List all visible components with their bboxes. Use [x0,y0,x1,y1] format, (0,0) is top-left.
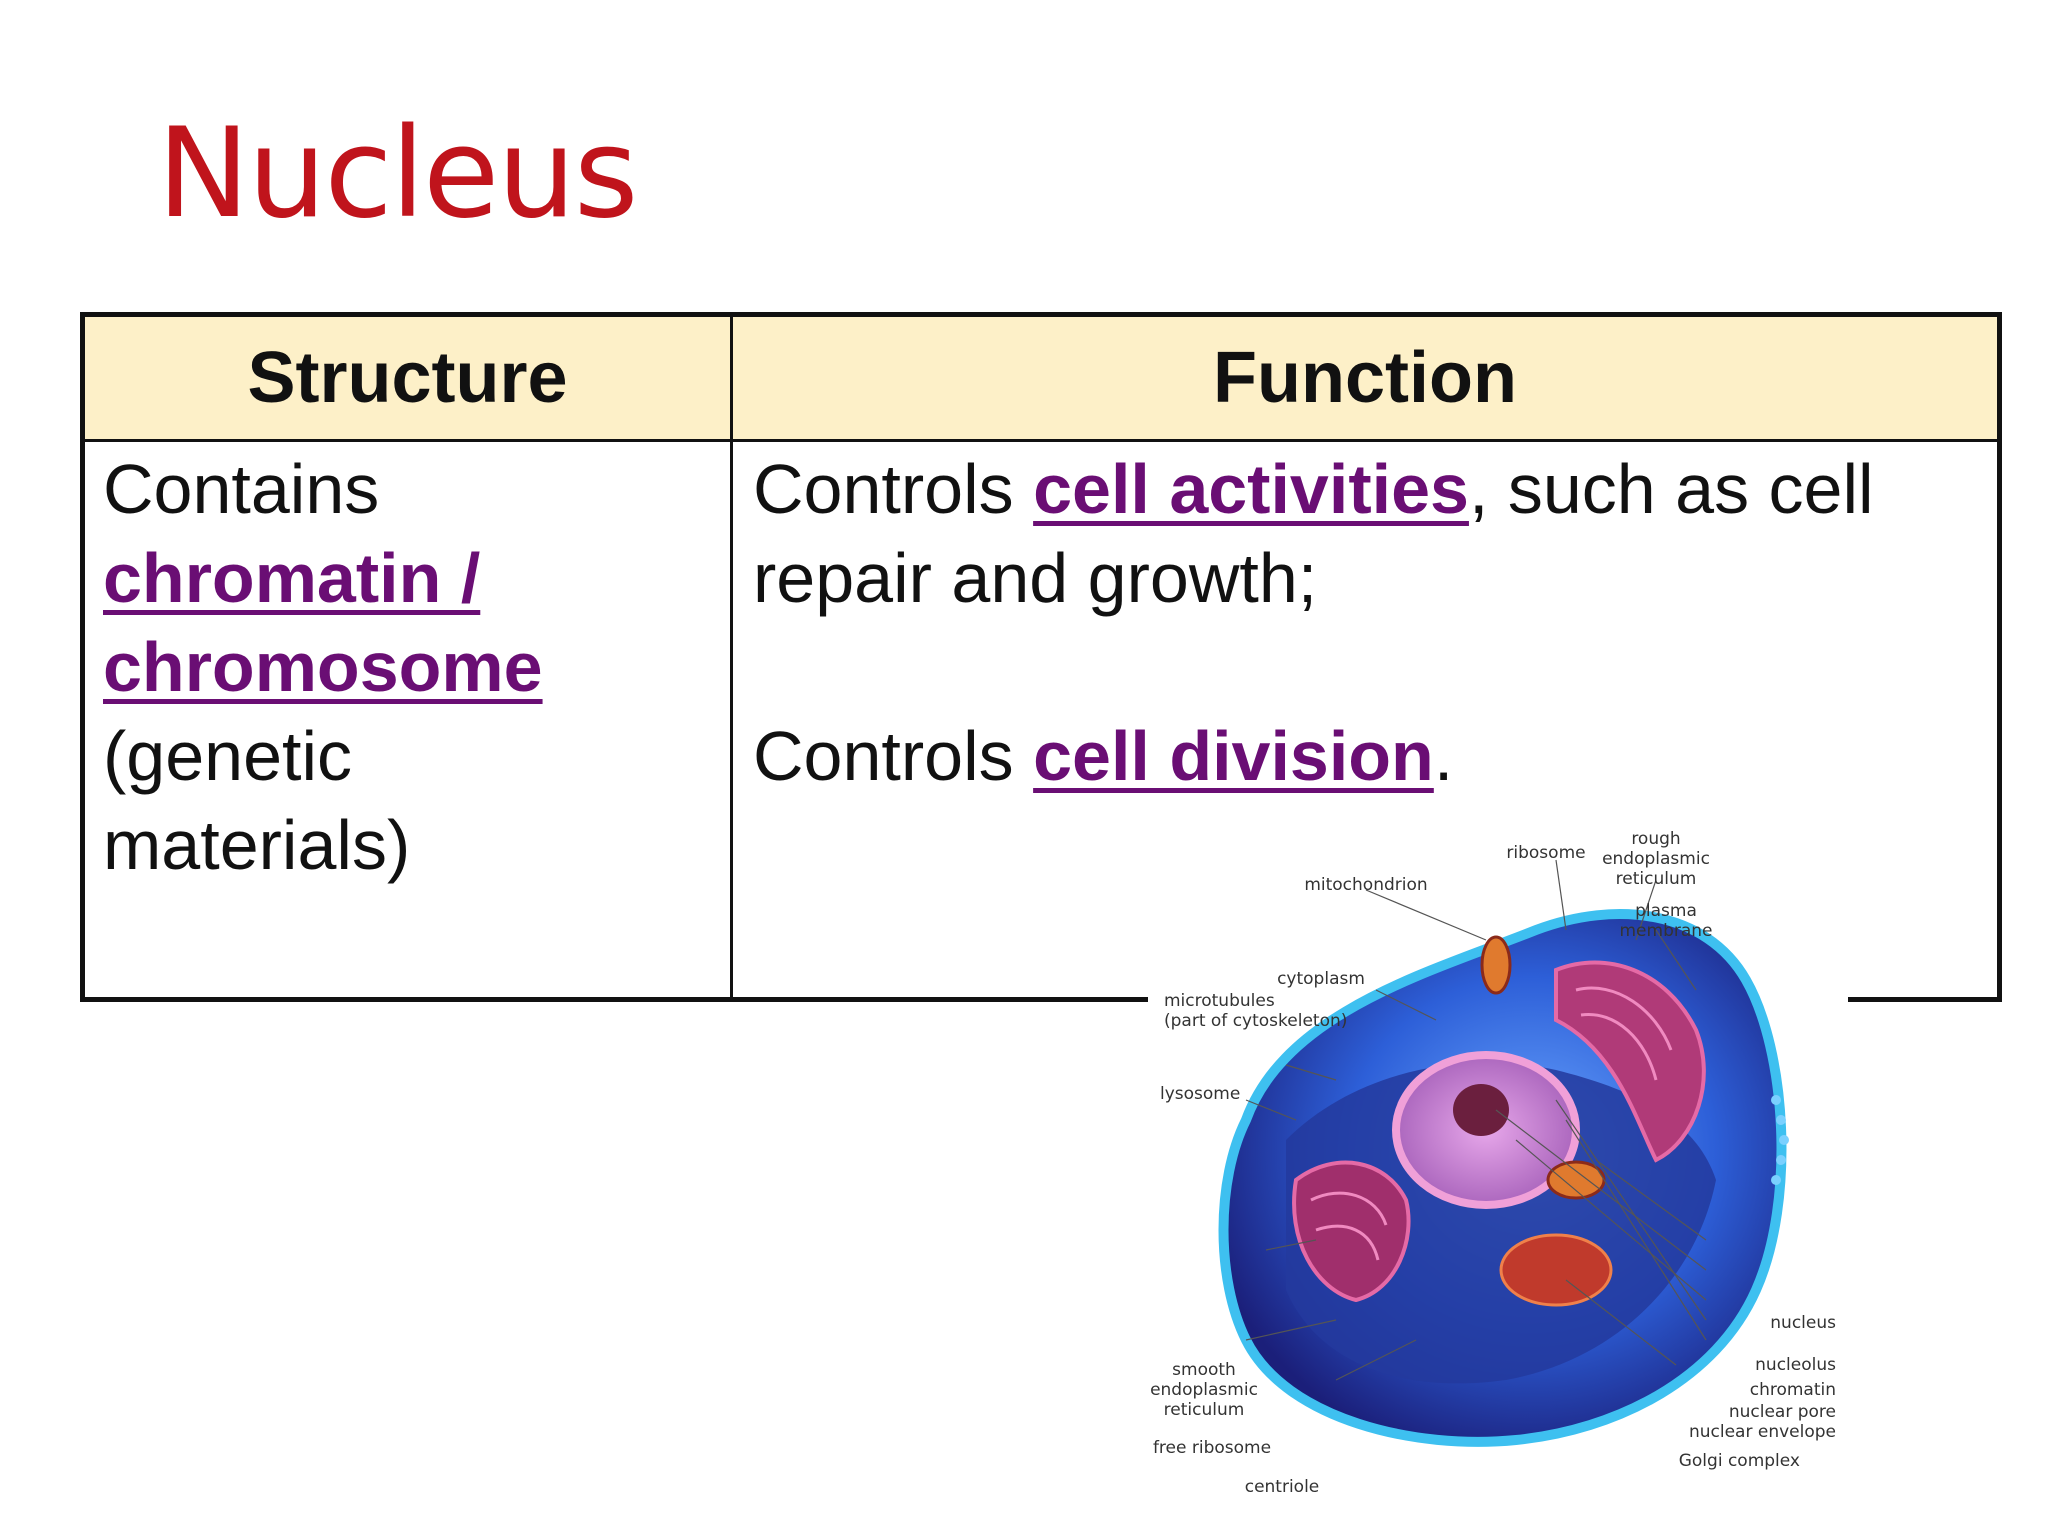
term-chromatin: chromatin / [103,539,481,617]
label-plasma-2: membrane [1619,921,1712,941]
label-nuclear-pore: nuclear pore [1729,1402,1836,1422]
label-rough-er-3: reticulum [1616,869,1697,889]
term-cell-activities: cell activities [1033,450,1469,528]
golgi-shape [1292,1160,1411,1303]
column-divider [730,317,733,997]
rough-er [1554,960,1706,1163]
label-rough-er-2: endoplasmic [1602,849,1710,869]
label-nucleolus: nucleolus [1755,1355,1836,1375]
structure-text: Contains [103,450,380,528]
term-cell-division: cell division [1033,717,1434,795]
header-structure: Structure [85,317,730,442]
label-smooth-er-3: reticulum [1164,1400,1245,1420]
function-cell: Controls cell activities, such as cell r… [753,445,1983,801]
nucleolus-shape [1453,1084,1509,1136]
label-mitochondrion: mitochondrion [1304,875,1427,895]
function-text: . [1433,717,1454,795]
function-paragraph-2: Controls cell division. [753,712,1983,801]
label-golgi: Golgi complex [1679,1451,1800,1471]
label-lysosome: lysosome [1160,1084,1240,1104]
golgi-right-shape [1499,1233,1613,1307]
label-free-ribosome: free ribosome [1153,1438,1271,1458]
function-text: repair and growth; [753,539,1318,617]
slide-title: Nucleus [157,102,638,246]
structure-function-table: Structure Function Contains chromatin / … [80,312,2002,1002]
structure-text: materials) [103,806,411,884]
label-nucleus: nucleus [1770,1313,1836,1333]
label-microtubules-2: (part of cytoskeleton) [1164,1011,1347,1031]
header-function: Function [733,317,1997,442]
membrane-dots [1771,1095,1789,1185]
term-chromosome: chromosome [103,628,543,706]
function-text: Controls [753,717,1034,795]
label-microtubules-1: microtubules [1164,991,1275,1011]
label-chromatin: chromatin [1750,1380,1836,1400]
structure-text: (genetic [103,717,353,795]
function-paragraph-1: Controls cell activities, such as cell [753,445,1983,534]
label-smooth-er-1: smooth [1172,1360,1236,1380]
function-text: , such as cell [1468,450,1874,528]
function-text: Controls [753,450,1034,528]
mitochondrion-shape [1480,935,1512,995]
label-centriole: centriole [1245,1477,1320,1497]
label-leaders [1245,859,1707,1381]
label-rough-er-1: rough [1631,829,1680,849]
label-nuclear-envelope: nuclear envelope [1689,1422,1836,1442]
animal-cell-diagram: ribosome rough endoplasmic reticulum mit… [1150,829,1836,1497]
label-cytoplasm: cytoplasm [1277,969,1365,989]
label-plasma-1: plasma [1635,901,1697,921]
label-ribosome: ribosome [1506,843,1585,863]
structure-cell: Contains chromatin / chromosome (genetic… [103,445,723,890]
label-smooth-er-2: endoplasmic [1150,1380,1258,1400]
